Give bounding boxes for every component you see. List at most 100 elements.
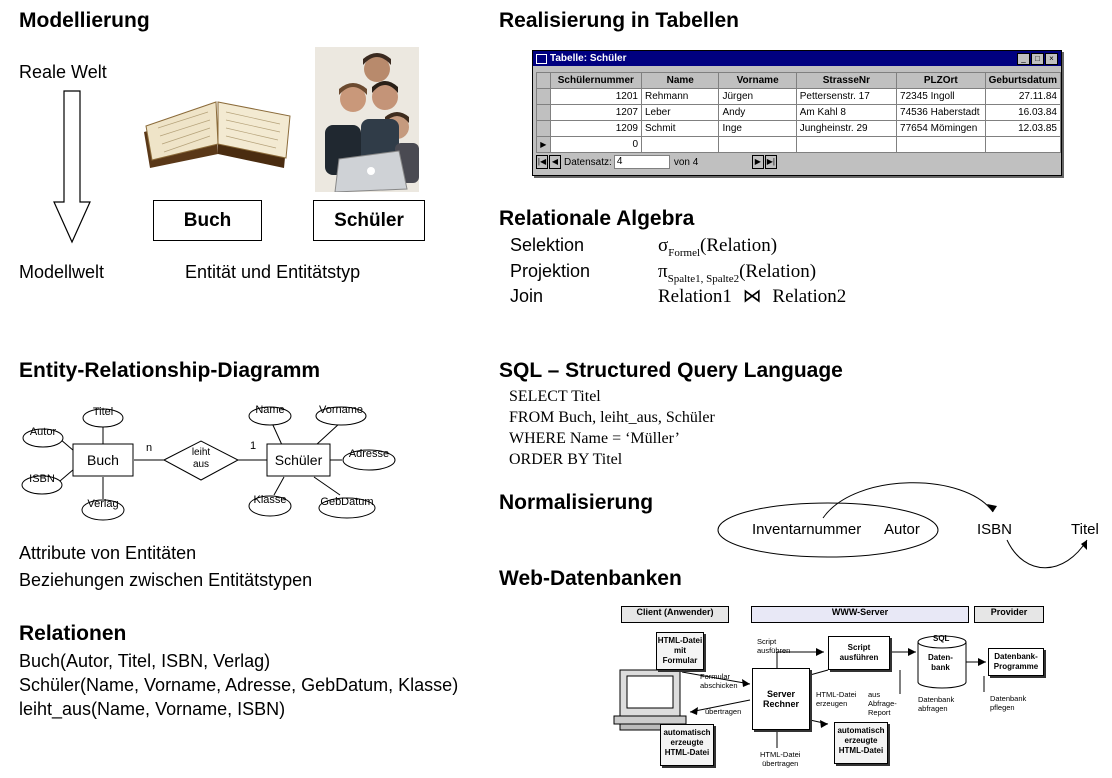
provider-header: Provider [974, 606, 1044, 623]
datenbank-label: Daten- bank [928, 653, 953, 673]
table-cell[interactable] [640, 136, 720, 153]
table-cell[interactable]: 77654 Mömingen [896, 120, 986, 137]
next-record-button[interactable]: ▶ [751, 155, 764, 169]
label-line: bank [931, 663, 950, 672]
row-selector[interactable] [536, 120, 551, 137]
table-cell[interactable]: 1207 [549, 104, 643, 121]
col-header[interactable]: Name [640, 72, 720, 89]
label-line: Datenbank [918, 695, 955, 704]
aus-abfrage-label: aus Abfrage- Report [868, 690, 897, 717]
row-selector[interactable] [536, 104, 551, 121]
uebertragen-label: übertragen [705, 707, 742, 716]
close-button[interactable]: × [1045, 53, 1058, 65]
col-header[interactable]: Vorname [718, 72, 797, 89]
attr-isbn-norm: ISBN [977, 521, 1013, 538]
attr-autor: Autor [29, 426, 57, 438]
table-row[interactable]: 1201 Rehmann Jürgen Pettersenstr. 17 723… [536, 88, 1062, 105]
attr-autor-norm: Autor [884, 521, 920, 538]
sql-heading: SQL – Structured Query Language [499, 359, 843, 382]
label-line: Daten- [928, 653, 953, 662]
maximize-button[interactable]: □ [1031, 53, 1044, 65]
col-header[interactable]: PLZOrt [896, 72, 986, 89]
table-cell[interactable]: 16.03.84 [984, 104, 1062, 121]
table-row[interactable]: 1207 Leber Andy Am Kahl 8 74536 Habersta… [536, 104, 1062, 121]
attr-inventarnummer: Inventarnummer [752, 521, 862, 538]
web-heading: Web-Datenbanken [499, 567, 682, 590]
corner-cell [536, 72, 551, 89]
sql-code: SELECT Titel FROM Buch, leiht_aus, Schül… [509, 386, 715, 470]
box-line: ausführen [839, 653, 879, 662]
sql-line: WHERE Name = ‘Müller’ [509, 430, 680, 447]
buch-entity-box: Buch [153, 200, 262, 241]
formula-argument: (Relation) [739, 261, 817, 282]
record-number-field[interactable]: 4 [613, 155, 670, 169]
projektion-formula: πSpalte1, Spalte2(Relation) [658, 261, 816, 285]
window-title: Tabelle: Schüler [550, 53, 627, 64]
sql-line: SELECT Titel [509, 388, 601, 405]
doc-line: Formular [662, 656, 698, 665]
table-cell[interactable]: Andy [718, 104, 797, 121]
label-line: ausführen [757, 646, 791, 655]
attr-verlag: Verlag [87, 498, 119, 510]
relation-buch: Buch(Autor, Titel, ISBN, Verlag) [19, 651, 271, 671]
datensatz-label: Datensatz: [564, 156, 612, 168]
join-formula: Relation1 ⋈ Relation2 [658, 285, 846, 308]
modellierung-heading: Modellierung [19, 9, 150, 32]
col-header[interactable]: StrasseNr [795, 72, 898, 89]
algebra-op-name: Projektion [510, 261, 591, 281]
doc-line: automatisch [837, 726, 885, 735]
table-cell[interactable]: Schmit [640, 120, 720, 137]
table-cell[interactable]: Rehmann [640, 88, 720, 105]
relation-schueler: Schüler(Name, Vorname, Adresse, GebDatum… [19, 675, 459, 695]
cardinality-1: 1 [250, 440, 257, 452]
label-line: Abfrage- [868, 699, 897, 708]
table-cell[interactable]: 12.03.85 [984, 120, 1062, 137]
col-header[interactable]: Schülernummer [549, 72, 643, 89]
doc-line: HTML-Datei [664, 748, 710, 757]
er-note-relationships: Beziehungen zwischen Entitätstypen [19, 570, 313, 590]
attr-titel: Titel [92, 406, 114, 418]
doc-line: mit [674, 646, 686, 655]
table-cell[interactable]: 1201 [549, 88, 643, 105]
current-row-arrow-icon[interactable]: ▶ [536, 136, 551, 153]
table-cell[interactable] [718, 136, 797, 153]
database-icon [917, 635, 967, 689]
table-cell[interactable]: 27.11.84 [984, 88, 1062, 105]
script-ausfuehren-label: Script ausführen [757, 637, 790, 655]
label-line: Script [757, 637, 777, 646]
algebra-heading: Relationale Algebra [499, 207, 695, 230]
attr-vorname: Vorname [318, 404, 364, 416]
table-cell[interactable]: Am Kahl 8 [795, 104, 898, 121]
col-header[interactable]: Geburtsdatum [984, 72, 1062, 89]
table-cell[interactable]: Leber [640, 104, 720, 121]
table-cell[interactable] [984, 136, 1062, 153]
doc-line: erzeugte [670, 738, 704, 747]
algebra-op-name: Join [510, 286, 544, 306]
table-cell[interactable] [896, 136, 986, 153]
label-line: HTML-Datei [816, 690, 857, 699]
reale-welt-label: Reale Welt [19, 62, 107, 82]
minimize-button[interactable]: _ [1017, 53, 1030, 65]
table-row[interactable]: 1209 Schmit Inge Jungheinstr. 29 77654 M… [536, 120, 1062, 137]
sql-label: SQL [933, 634, 950, 643]
first-record-button[interactable]: |◀ [536, 155, 548, 169]
label-line: Datenbank [990, 694, 1027, 703]
table-row-new[interactable]: ▶ 0 [536, 136, 1062, 153]
row-selector[interactable] [536, 88, 551, 105]
prev-record-button[interactable]: ◀ [549, 155, 561, 169]
last-record-button[interactable]: ▶| [764, 155, 777, 169]
table-cell[interactable] [795, 136, 898, 153]
table-cell[interactable]: 74536 Haberstadt [896, 104, 986, 121]
table-cell[interactable]: 0 [549, 136, 643, 153]
label-line: HTML-Datei [760, 750, 801, 759]
table-cell[interactable]: Jürgen [718, 88, 797, 105]
table-cell[interactable]: Inge [718, 120, 797, 137]
table-cell[interactable]: 1209 [549, 120, 643, 137]
attr-adresse: Adresse [348, 448, 390, 460]
table-cell[interactable]: 72345 Ingoll [896, 88, 986, 105]
table-cell[interactable]: Jungheinstr. 29 [795, 120, 898, 137]
client-header: Client (Anwender) [621, 606, 729, 623]
er-note-attributes: Attribute von Entitäten [19, 543, 197, 563]
entitaet-label: Entität und Entitätstyp [185, 262, 361, 282]
table-cell[interactable]: Pettersenstr. 17 [795, 88, 898, 105]
